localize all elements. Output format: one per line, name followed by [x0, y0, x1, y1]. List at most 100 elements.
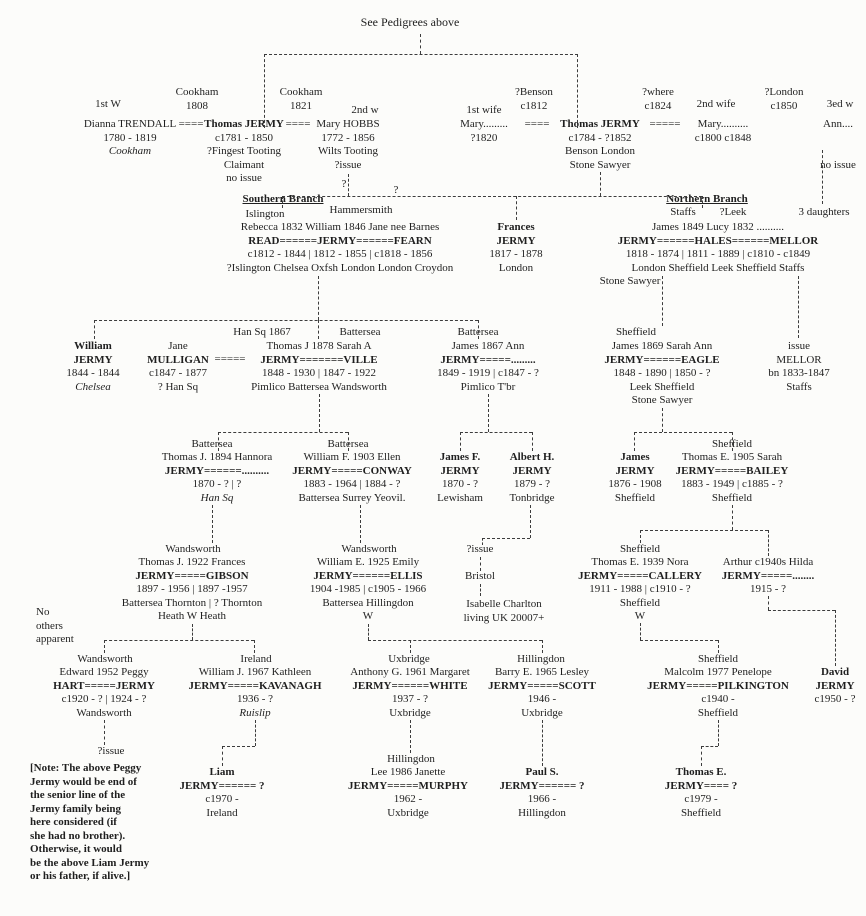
three-daughters: 3 daughters: [798, 206, 850, 218]
hansq-1867-label: Han Sq 1867: [233, 326, 291, 338]
staffs-label: Staffs: [670, 206, 696, 218]
connector-line: [318, 276, 319, 320]
connector-line: [255, 720, 256, 746]
connector-line: [516, 196, 517, 220]
connector-line: [701, 746, 702, 766]
marriage-connector-3: ====: [524, 118, 550, 130]
connector-line: [718, 640, 719, 653]
wandsworth-label-3: Wandsworth: [77, 653, 133, 665]
connector-line: [348, 174, 349, 196]
connector-line: [478, 320, 479, 339]
connector-line: [218, 432, 219, 451]
mary-first-wife: Mary.........?1820: [460, 118, 508, 144]
connector-line: [701, 746, 718, 747]
connector-line: [488, 394, 489, 432]
question-mark-1: ?: [341, 178, 347, 190]
connector-line: [218, 432, 348, 433]
wandsworth-label-2: Wandsworth: [341, 543, 397, 555]
connector-line: [282, 196, 283, 208]
connector-line: [768, 530, 769, 556]
connector-line: [348, 432, 349, 451]
connector-line: [822, 150, 823, 204]
marriage-connector-2: ====: [285, 118, 311, 130]
battersea-label-1: Battersea: [339, 326, 381, 338]
connector-line: [460, 432, 532, 433]
connector-line: [420, 34, 421, 54]
connector-line: [662, 408, 663, 432]
islington-label: Islington: [245, 208, 285, 220]
connector-line: [480, 584, 481, 596]
connector-line: [319, 394, 320, 432]
sheffield-label-1: Sheffield: [615, 326, 657, 338]
hillingdon-label-1: Hillingdon: [517, 653, 565, 665]
connector-line: [410, 640, 411, 653]
connector-line: [702, 196, 703, 208]
connector-line: [460, 432, 461, 451]
connector-line: [732, 432, 733, 451]
connector-line: [768, 610, 835, 611]
connector-line: [222, 746, 255, 747]
connector-line: [768, 596, 769, 610]
connector-line: [104, 640, 105, 653]
stone-sawyer-label-1: Stone Sawyer: [599, 275, 661, 287]
connector-line: [482, 538, 530, 539]
connector-line: [542, 640, 543, 653]
connector-line: [532, 432, 533, 451]
connector-line: [480, 557, 481, 571]
connector-line: [368, 624, 369, 640]
connector-line: [282, 196, 702, 197]
mary-second-wife: Mary..........c1800 c1848: [694, 118, 752, 144]
connector-line: [640, 530, 768, 531]
connector-line: [634, 432, 732, 433]
pauls-jermy: Paul S.JERMY====== ?1966 -Hillingdon: [499, 766, 585, 819]
connector-line: [640, 640, 718, 641]
label-third-w: 3ed w: [826, 98, 854, 110]
connector-line: [410, 720, 411, 753]
connector-line: [264, 54, 265, 128]
wandsworth-label-1: Wandsworth: [165, 543, 221, 555]
connector-line: [94, 320, 478, 321]
connector-line: [530, 505, 531, 538]
issue-bristol: ?issue Bristol: [465, 543, 495, 582]
label-second-w: 2nd w: [351, 104, 379, 116]
connector-line: [718, 720, 719, 746]
connector-line: [104, 720, 105, 745]
question-mark-2: ?: [393, 184, 399, 196]
thomase-jermy-1979: Thomas E.JERMY==== ?c1979 -Sheffield: [664, 766, 738, 819]
connector-line: [264, 54, 578, 55]
connector-line: [662, 276, 663, 326]
hammersmith-label: Hammersmith: [329, 204, 393, 216]
connector-line: [368, 640, 542, 641]
connector-line: [634, 432, 635, 451]
connector-line: [640, 623, 641, 640]
connector-line: [577, 54, 578, 128]
